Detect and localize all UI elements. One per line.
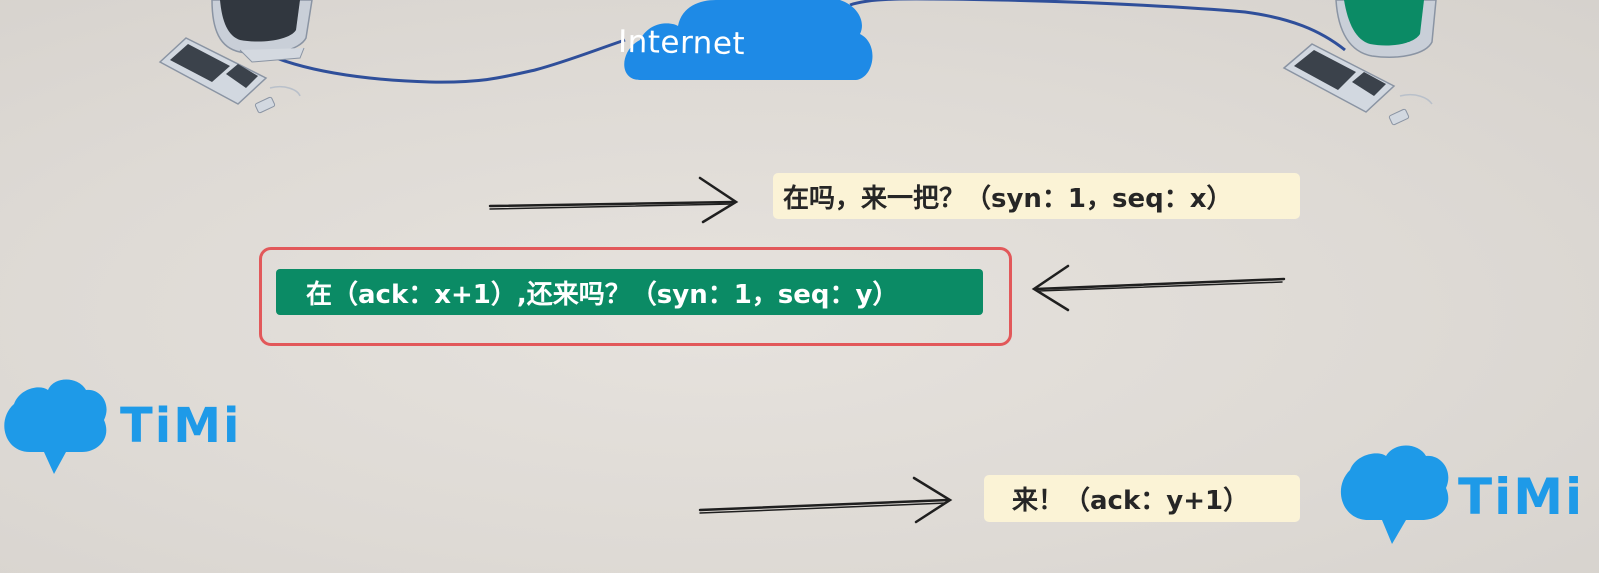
syn-message-text: 在吗，来一把？（syn：1，seq：x） [783, 183, 1233, 214]
highlight-box [259, 247, 1012, 346]
syn-ack-message: 在（ack：x+1）,还来吗？（syn：1，seq：y） [276, 269, 983, 315]
ack-message: 来！（ack：y+1） [984, 475, 1300, 522]
left-network-wire [261, 38, 626, 84]
right-computer-icon [1282, 0, 1437, 126]
arrow-right-1 [488, 176, 739, 224]
internet-label: Internet [617, 23, 746, 63]
internet-cloud-icon [624, 0, 873, 80]
right-network-wire [849, 0, 1346, 52]
timi-logo-right-text: TiMi [1458, 468, 1585, 526]
syn-ack-message-text: 在（ack：x+1）,还来吗？（syn：1，seq：y） [306, 279, 899, 310]
ack-message-text: 来！（ack：y+1） [1012, 486, 1250, 516]
arrow-right-2 [698, 476, 953, 524]
timi-logo-left-icon [4, 379, 107, 474]
timi-logo-left-text: TiMi [120, 398, 242, 454]
syn-message: 在吗，来一把？（syn：1，seq：x） [773, 173, 1300, 219]
arrow-left [1031, 264, 1286, 312]
timi-logo-right-icon [1340, 445, 1449, 544]
left-computer-icon [158, 0, 313, 114]
